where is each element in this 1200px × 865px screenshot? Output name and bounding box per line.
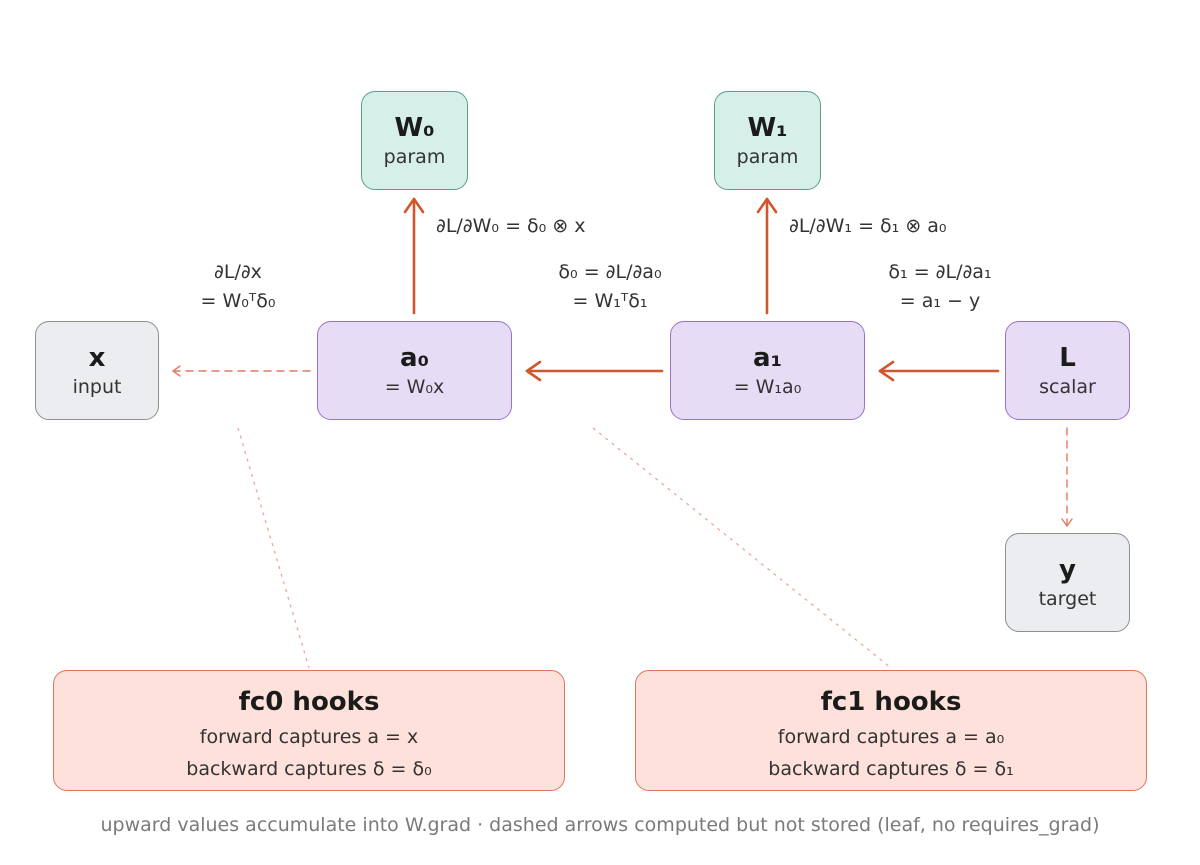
node-W1-subtitle: param: [736, 145, 799, 168]
dashed-arrow-L-to-y: [1061, 427, 1073, 528]
node-W0: W₀ param: [361, 91, 468, 190]
arrow-a1-to-W1: [756, 197, 778, 315]
node-W1-title: W₁: [747, 112, 788, 143]
hook-fc1-forward: forward captures a = a₀: [777, 726, 1005, 748]
node-a1-title: a₁: [753, 342, 782, 373]
node-L-title: L: [1059, 342, 1076, 373]
node-a1-subtitle: = W₁a₀: [733, 375, 802, 398]
label-delta0-line2: = W₁ᵀδ₁: [572, 290, 648, 312]
label-dL-dx-line2: = W₀ᵀδ₀: [200, 290, 276, 312]
hook-box-fc0: fc0 hooks forward captures a = x backwar…: [53, 670, 565, 791]
arrow-a1-to-a0: [525, 360, 664, 382]
hook-fc0-title: fc0 hooks: [238, 687, 380, 717]
label-delta0: δ₀ = ∂L/∂a₀ = W₁ᵀδ₁: [520, 258, 700, 316]
label-delta1-line2: = a₁ − y: [899, 290, 981, 312]
hook-fc1-backward: backward captures δ = δ₁: [768, 758, 1014, 780]
node-y-subtitle: target: [1038, 587, 1097, 610]
label-dL-dW1: ∂L/∂W₁ = δ₁ ⊗ a₀: [789, 212, 947, 241]
label-delta0-line1: δ₀ = ∂L/∂a₀: [558, 261, 662, 283]
node-W0-title: W₀: [394, 112, 435, 143]
node-x-title: x: [88, 342, 106, 373]
hook-fc1-title: fc1 hooks: [820, 687, 962, 717]
label-delta1: δ₁ = ∂L/∂a₁ = a₁ − y: [855, 258, 1025, 316]
node-x: x input: [35, 321, 159, 420]
footer-note: upward values accumulate into W.grad · d…: [100, 814, 1100, 836]
arrow-a0-to-W0: [403, 197, 425, 315]
connector-fc0: [237, 427, 310, 669]
node-a0-subtitle: = W₀x: [384, 375, 445, 398]
dashed-arrow-a0-to-x: [171, 365, 311, 377]
hook-fc0-forward: forward captures a = x: [199, 726, 419, 748]
node-W0-subtitle: param: [383, 145, 446, 168]
node-y: y target: [1005, 533, 1130, 632]
node-L: L scalar: [1005, 321, 1130, 420]
label-dL-dx-line1: ∂L/∂x: [214, 261, 262, 283]
label-dL-dW0-text: ∂L/∂W₀ = δ₀ ⊗ x: [436, 215, 586, 237]
node-x-subtitle: input: [72, 375, 122, 398]
connector-fc1: [592, 427, 892, 669]
label-dL-dW0: ∂L/∂W₀ = δ₀ ⊗ x: [436, 212, 586, 241]
node-W1: W₁ param: [714, 91, 821, 190]
arrow-L-to-a1: [878, 360, 1000, 382]
node-L-subtitle: scalar: [1039, 375, 1096, 398]
label-dL-dW1-text: ∂L/∂W₁ = δ₁ ⊗ a₀: [789, 215, 947, 237]
node-a1: a₁ = W₁a₀: [670, 321, 865, 420]
node-y-title: y: [1059, 554, 1076, 585]
label-dL-dx: ∂L/∂x = W₀ᵀδ₀: [168, 258, 308, 316]
node-a0-title: a₀: [400, 342, 429, 373]
hook-fc0-backward: backward captures δ = δ₀: [186, 758, 432, 780]
node-a0: a₀ = W₀x: [317, 321, 512, 420]
label-delta1-line1: δ₁ = ∂L/∂a₁: [888, 261, 992, 283]
hook-box-fc1: fc1 hooks forward captures a = a₀ backwa…: [635, 670, 1147, 791]
